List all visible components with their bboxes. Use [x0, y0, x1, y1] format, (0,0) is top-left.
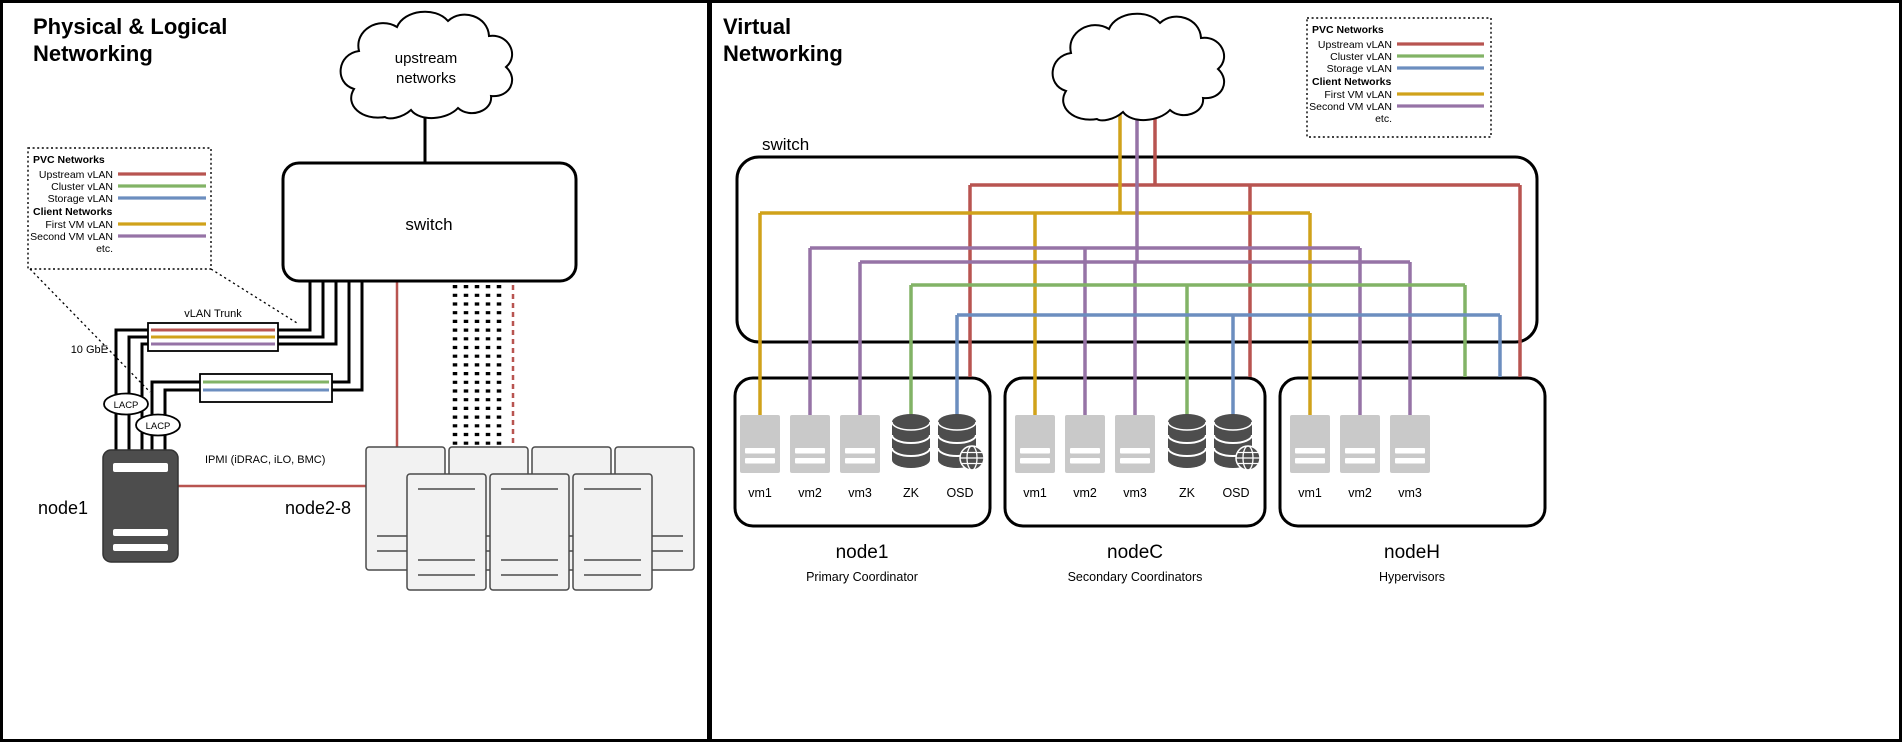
nodeC-contents: vm1 vm2 vm3 ZK OSD [1015, 413, 1261, 500]
vm-icon [1390, 415, 1430, 473]
osd-label: OSD [946, 486, 973, 500]
legend-storage-label: Storage vLAN [48, 193, 113, 205]
lacp-label-1: LACP [114, 400, 139, 411]
node1-server-icon [102, 449, 179, 563]
left-panel-title-line2: Networking [33, 41, 153, 66]
legend-secondvm-label: Second VM vLAN [1309, 101, 1392, 113]
lacp-bond-2: LACP [135, 413, 181, 437]
legend-etc-label: etc. [96, 243, 113, 255]
ipmi-label: IPMI (iDRAC, iLO, BMC) [205, 454, 325, 466]
vm-label: vm2 [1073, 486, 1097, 500]
osd-label: OSD [1222, 486, 1249, 500]
vm-label: vm1 [1023, 486, 1047, 500]
vm-icon [1290, 415, 1330, 473]
nodeH-subtitle: Hypervisors [1379, 570, 1445, 584]
vm-icon [1340, 415, 1380, 473]
vm-label: vm3 [1398, 486, 1422, 500]
vlan-trunk-label: vLAN Trunk [184, 308, 242, 320]
legend-pvc-title: PVC Networks [1312, 24, 1384, 36]
lacp-bond-1: LACP [103, 392, 149, 416]
left-panel-border [0, 0, 710, 742]
storage-vlan-lines [955, 313, 1502, 420]
legend-storage-label: Storage vLAN [1327, 63, 1392, 75]
nodeC-subtitle: Secondary Coordinators [1068, 570, 1203, 584]
lacp-label-2: LACP [146, 421, 171, 432]
ten-gbe-label: 10 GbE [71, 344, 108, 356]
node1-name: node1 [836, 542, 889, 563]
node1-label: node1 [38, 498, 88, 518]
zookeeper-database-icon [891, 413, 931, 469]
legend-callout-lines [29, 268, 298, 393]
legend-cluster-label: Cluster vLAN [51, 181, 113, 193]
legend-client-title: Client Networks [1312, 76, 1392, 88]
left-panel-title-line1: Physical & Logical [33, 14, 227, 39]
zk-label: ZK [1179, 486, 1196, 500]
vm-label: vm1 [1298, 486, 1322, 500]
zk-label: ZK [903, 486, 920, 500]
right-panel-border [709, 0, 1902, 742]
second-vm-vlan-lines [808, 112, 1412, 416]
legend-client-title: Client Networks [33, 206, 113, 218]
vswitch-label: switch [762, 135, 809, 154]
nodeH-name: nodeH [1384, 542, 1440, 563]
vm-label: vm2 [798, 486, 822, 500]
legend-firstvm-label: First VM vLAN [1324, 89, 1392, 101]
vm-icon [1065, 415, 1105, 473]
right-panel: Virtual Networking switch [709, 0, 1902, 742]
legend-pvc-title: PVC Networks [33, 154, 105, 166]
node1-contents: vm1 vm2 vm3 ZK OSD [740, 413, 985, 500]
legend-box [27, 147, 212, 270]
legend-secondvm-label: Second VM vLAN [30, 231, 113, 243]
server-tower [489, 473, 570, 591]
vm-label: vm3 [848, 486, 872, 500]
node2-8-label: node2-8 [285, 498, 351, 518]
legend-firstvm-label: First VM vLAN [45, 219, 113, 231]
upstream-vlan-lines [968, 112, 1522, 377]
cloud-label-line2: networks [396, 70, 456, 87]
legend-etc-label: etc. [1375, 113, 1392, 125]
vm-label: vm2 [1348, 486, 1372, 500]
legend-box [1306, 17, 1492, 138]
legend-cluster-label: Cluster vLAN [1330, 51, 1392, 63]
vm-icon [1015, 415, 1055, 473]
vm-icon [740, 415, 780, 473]
node2-8-links [452, 285, 502, 446]
node1-subtitle: Primary Coordinator [806, 570, 918, 584]
right-panel-title-line1: Virtual [723, 14, 791, 39]
switch-box [281, 161, 578, 283]
legend-upstream-label: Upstream vLAN [39, 169, 113, 181]
cloud-label-line1: upstream [395, 50, 458, 67]
right-panel-title-line2: Networking [723, 41, 843, 66]
nodeH-contents: vm1 vm2 vm3 [1290, 415, 1430, 500]
pvc-legend-right: PVC Networks Upstream vLAN Cluster vLAN … [1306, 17, 1492, 138]
legend-upstream-label: Upstream vLAN [1318, 39, 1392, 51]
zookeeper-database-icon [1167, 413, 1207, 469]
vm-icon [790, 415, 830, 473]
vm-icon [840, 415, 880, 473]
osd-globe-icon [959, 445, 985, 471]
vlan-trunk-1 [147, 322, 279, 352]
server-tower [406, 473, 487, 591]
server-tower [572, 473, 653, 591]
nodeC-name: nodeC [1107, 542, 1163, 563]
cluster-vlan-lines [909, 283, 1467, 420]
left-panel: Physical & Logical Networking upstream n… [0, 0, 710, 742]
vm-icon [1115, 415, 1155, 473]
vlan-trunk-2 [199, 373, 333, 403]
switch-label: switch [405, 215, 452, 234]
osd-globe-icon [1235, 445, 1261, 471]
vm-label: vm1 [748, 486, 772, 500]
vm-label: vm3 [1123, 486, 1147, 500]
pvc-legend-left: PVC Networks Upstream vLAN Cluster vLAN … [27, 147, 212, 270]
